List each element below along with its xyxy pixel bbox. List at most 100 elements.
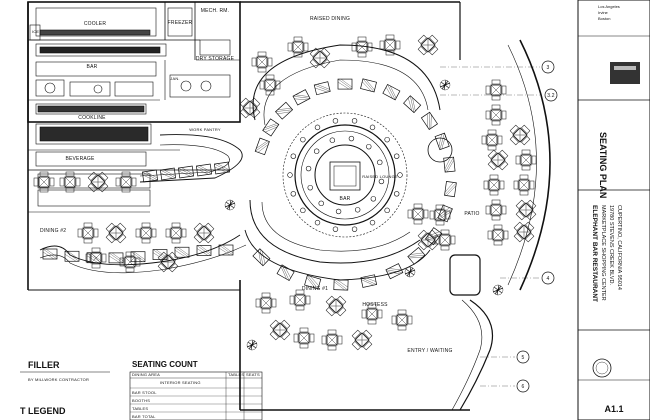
booth [434, 132, 450, 151]
filler-note: BY MILLWORK CONTRACTOR [28, 377, 89, 382]
bar-stool [366, 143, 372, 150]
label-work-pantry: WORK PANTRY [189, 127, 221, 132]
project-address-1: MARKETPLACE SHOPPING CENTER [600, 205, 606, 301]
dining-table [485, 79, 507, 101]
label-ice: ICE [32, 29, 39, 34]
dining-tables [33, 31, 540, 354]
seating-col-interior: INTERIOR SEATING [160, 380, 201, 385]
dining-table [306, 44, 334, 72]
dining-table [266, 316, 294, 344]
booth [360, 78, 377, 93]
bar-stool [354, 207, 361, 213]
dining-table [135, 222, 157, 244]
seating-row-area: BAR TOTAL [132, 414, 156, 419]
project-name: ELEPHANT BAR RESTAURANT [591, 205, 598, 302]
bar-stool [351, 118, 358, 124]
dining-table [293, 327, 315, 349]
dining-table [102, 219, 130, 247]
booth [443, 156, 456, 173]
grid-markers: 3 3.2 4 5 6 [516, 60, 558, 393]
dining-table [84, 168, 112, 196]
bar-stool [305, 165, 312, 172]
bar-stool [369, 124, 376, 131]
firm-office-1: Los Angeles [598, 4, 620, 9]
booth [421, 111, 438, 130]
dining-table [487, 224, 509, 246]
firm-office-2: Irvine [598, 10, 609, 15]
title-block: Los Angeles Irvine Boston SEATING PLAN E… [577, 0, 650, 420]
project-address-3: CUPERTINO, CALIFORNIA 95014 [616, 205, 622, 290]
label-dining-1: DINING #1 [302, 286, 328, 292]
label-cookline: COOKLINE [78, 115, 106, 121]
label-freezer: FREEZER [168, 20, 193, 26]
label-bar: BAR [340, 196, 351, 202]
label-bar-area: BAR [87, 64, 98, 70]
booth [262, 118, 280, 137]
dining-table [115, 171, 137, 193]
seating-row-area: TABLES [132, 406, 148, 411]
bar-stool [370, 196, 377, 202]
booth [292, 89, 311, 106]
bar-stool [300, 207, 306, 214]
dining-table [513, 174, 535, 196]
label-entry-waiting: ENTRY / WAITING [407, 348, 452, 354]
seating-row-area: BOOTHS [132, 398, 150, 403]
bar-stool [314, 219, 321, 226]
label-mech: MECH. RM. [201, 8, 229, 14]
bar-stool [369, 219, 376, 226]
bar-stool [384, 136, 390, 143]
booth [254, 137, 270, 156]
bar-stool [290, 153, 297, 159]
label-beverage: BEVERAGE [65, 156, 95, 162]
dining-table [414, 31, 442, 59]
booth [337, 78, 353, 90]
bar-stool [318, 200, 324, 207]
label-cooler: COOLER [84, 21, 107, 27]
booth [407, 247, 426, 265]
bar-stool [314, 124, 321, 131]
building-walls [27, 1, 540, 411]
dining-table [287, 36, 309, 58]
bar-stool [290, 191, 297, 197]
bar-stool [393, 191, 400, 197]
firm-logo [610, 62, 640, 84]
booth [444, 181, 457, 198]
dining-table [85, 247, 107, 269]
bar-stool [348, 135, 355, 142]
grid-marker-5: 5 [522, 355, 525, 361]
room-labels: COOLER FREEZER MECH. RM. ICE RAISED DINI… [32, 8, 479, 354]
label-patio: PATIO [464, 211, 479, 217]
grid-marker-6: 6 [522, 384, 525, 390]
dining-table [77, 222, 99, 244]
bar-stool [384, 207, 390, 214]
bar-stool [377, 159, 383, 166]
dining-table [348, 326, 376, 354]
dining-table [165, 222, 187, 244]
booth [275, 101, 293, 120]
bar-stool [287, 172, 293, 178]
dining-table [485, 199, 507, 221]
label-dry-storage: DRY STORAGE [196, 56, 235, 62]
label-jan: JAN. [170, 76, 179, 81]
dining-table [512, 196, 540, 224]
label-dining-2: DINING #2 [40, 228, 66, 234]
bar-stool [300, 136, 306, 143]
grid-marker-3-2: 3.2 [547, 93, 555, 99]
dining-table [515, 149, 537, 171]
bar-stool [351, 226, 358, 232]
dining-table [506, 121, 534, 149]
booth [178, 165, 194, 179]
booth [252, 248, 271, 267]
booth [385, 263, 404, 280]
dining-table [481, 129, 503, 151]
dining-table [407, 203, 429, 225]
dining-table [485, 104, 507, 126]
dining-table [483, 174, 505, 196]
sheet-title: SEATING PLAN [598, 132, 608, 198]
dining-table [289, 289, 311, 311]
dining-table [510, 218, 538, 246]
dining-table [190, 219, 218, 247]
label-raised-dining: RAISED DINING [310, 16, 350, 22]
dining-table [251, 51, 273, 73]
